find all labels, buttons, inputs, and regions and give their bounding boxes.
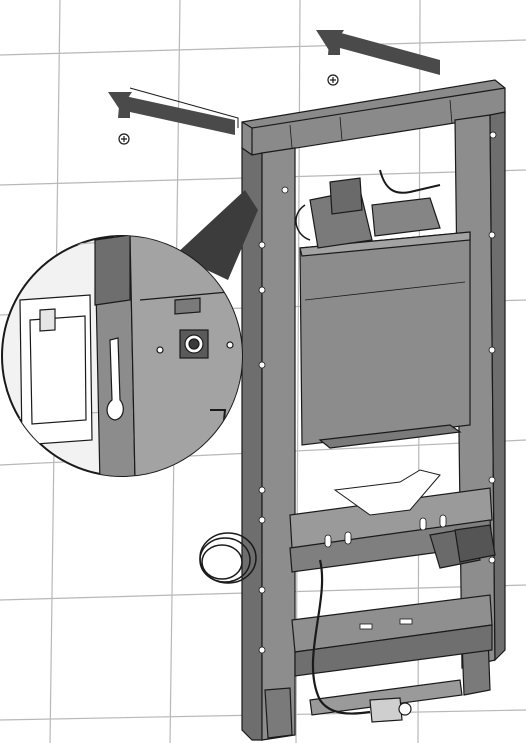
mounting-frame: [241, 79, 506, 741]
arrow-down-icon: [316, 30, 440, 75]
detail-view: [1, 235, 243, 477]
valve-icon: [369, 697, 412, 723]
screw-icon: [327, 74, 339, 86]
zoom-detail-icon: [175, 190, 258, 280]
hose-icon: [199, 532, 371, 715]
screw-icon: [118, 133, 130, 145]
arrow-down-icon: [108, 87, 239, 135]
